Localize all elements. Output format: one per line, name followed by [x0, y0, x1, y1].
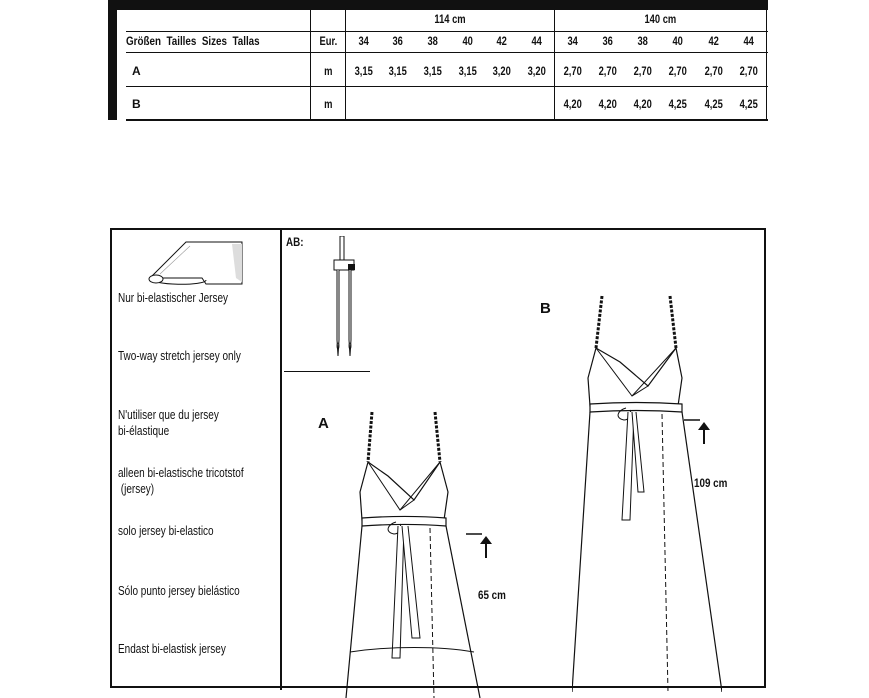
table-top-rule — [108, 0, 768, 10]
table-cell: 3,15 — [423, 64, 442, 78]
col-divider — [310, 10, 311, 120]
dress-b-illustration — [572, 295, 722, 692]
row-b-unit: m — [323, 97, 333, 111]
size-header-cell: 36 — [602, 34, 613, 48]
table-cell — [346, 97, 381, 111]
table-cell: 3,20 — [492, 64, 512, 78]
table-cell: 2,70 — [598, 64, 617, 78]
col-divider — [345, 10, 346, 120]
table-cell — [519, 97, 554, 111]
sizes-140: 34 36 38 40 42 44 — [555, 34, 766, 50]
row-b-114 — [346, 97, 554, 113]
row-b-label: B — [132, 97, 141, 111]
table-cell: 3,15 — [354, 64, 373, 78]
size-header-cell: 36 — [392, 34, 404, 48]
row-divider — [126, 31, 768, 32]
row-b-140: 4,20 4,20 4,20 4,25 4,25 4,25 — [555, 97, 766, 113]
note-fr-1: N'utiliser que du jersey — [118, 408, 219, 422]
needle-box-rule — [284, 371, 370, 372]
table-cell — [415, 97, 450, 111]
note-de: Nur bi-elastischer Jersey — [118, 291, 229, 305]
table-cell: 2,70 — [563, 64, 582, 78]
note-fr-2: bi-élastique — [118, 424, 170, 438]
table-cell: 4,20 — [563, 97, 582, 111]
row-divider — [126, 52, 768, 53]
table-cell: 4,25 — [704, 97, 723, 111]
width-140-header: 140 cm — [644, 12, 677, 26]
size-header-cell: 40 — [672, 34, 684, 48]
length-arrow-b-icon — [684, 419, 710, 444]
table-cell: 2,70 — [739, 64, 758, 78]
row-divider — [126, 86, 768, 87]
table-cell: 2,70 — [704, 64, 723, 78]
size-header-cell: 40 — [462, 34, 473, 48]
sizes-114: 34 36 38 40 42 44 — [346, 34, 554, 50]
row-a-140: 2,70 2,70 2,70 2,70 2,70 2,70 — [555, 64, 766, 80]
table-cell — [450, 97, 485, 111]
width-114-header: 114 cm — [434, 12, 466, 26]
size-header-cell: 44 — [743, 34, 754, 48]
length-b: 109 cm — [694, 476, 728, 490]
size-header-cell: 34 — [567, 34, 578, 48]
fabric-roll-icon — [148, 241, 243, 285]
note-nl-2: (jersey) — [118, 482, 155, 496]
eur-label: Eur. — [319, 34, 337, 48]
table-left-rule — [108, 0, 117, 120]
twin-needle-icon — [333, 236, 355, 357]
view-b-label: B — [540, 300, 551, 317]
size-header-cell: 42 — [496, 34, 508, 48]
size-header-cell: 42 — [708, 34, 719, 48]
size-header-cell: 38 — [427, 34, 438, 48]
table-cell — [381, 97, 416, 111]
view-a-label: A — [318, 415, 329, 432]
row-a-label: A — [132, 64, 141, 78]
dress-a-illustration — [345, 411, 481, 698]
row-a-unit: m — [323, 64, 333, 78]
table-cell: 3,20 — [527, 64, 546, 78]
table-cell — [485, 97, 520, 111]
size-header-cell: 44 — [531, 34, 542, 48]
sizes-label: Größen Tailles Sizes Tallas — [126, 34, 260, 48]
size-header-cell: 34 — [358, 34, 369, 48]
size-header-cell: 38 — [637, 34, 649, 48]
fabric-panel: Nur bi-elastischer Jersey Two-way stretc… — [110, 228, 766, 698]
table-cell: 4,20 — [598, 97, 617, 111]
note-es: Sólo punto jersey bielástico — [118, 584, 240, 598]
row-divider — [126, 119, 768, 121]
note-sv: Endast bi-elastisk jersey — [118, 642, 226, 656]
length-a: 65 cm — [478, 588, 506, 602]
table-cell: 4,25 — [668, 97, 688, 111]
col-divider — [766, 10, 767, 120]
table-cell: 3,15 — [458, 64, 477, 78]
table-cell: 2,70 — [668, 64, 688, 78]
panel-divider — [280, 230, 282, 690]
table-cell: 4,25 — [739, 97, 758, 111]
row-a-114: 3,15 3,15 3,15 3,15 3,20 3,20 — [346, 64, 554, 80]
table-cell: 2,70 — [633, 64, 653, 78]
length-arrow-a-icon — [466, 533, 492, 558]
yardage-table: 114 cm 140 cm Größen Tailles Sizes Talla… — [108, 0, 768, 121]
note-nl-1: alleen bi-elastische tricotstof — [118, 466, 244, 480]
note-it: solo jersey bi-elastico — [118, 524, 214, 538]
note-en: Two-way stretch jersey only — [118, 349, 241, 363]
col-divider — [554, 10, 555, 120]
needle-label: AB: — [286, 235, 304, 249]
table-cell: 3,15 — [388, 64, 408, 78]
table-cell: 4,20 — [633, 97, 653, 111]
